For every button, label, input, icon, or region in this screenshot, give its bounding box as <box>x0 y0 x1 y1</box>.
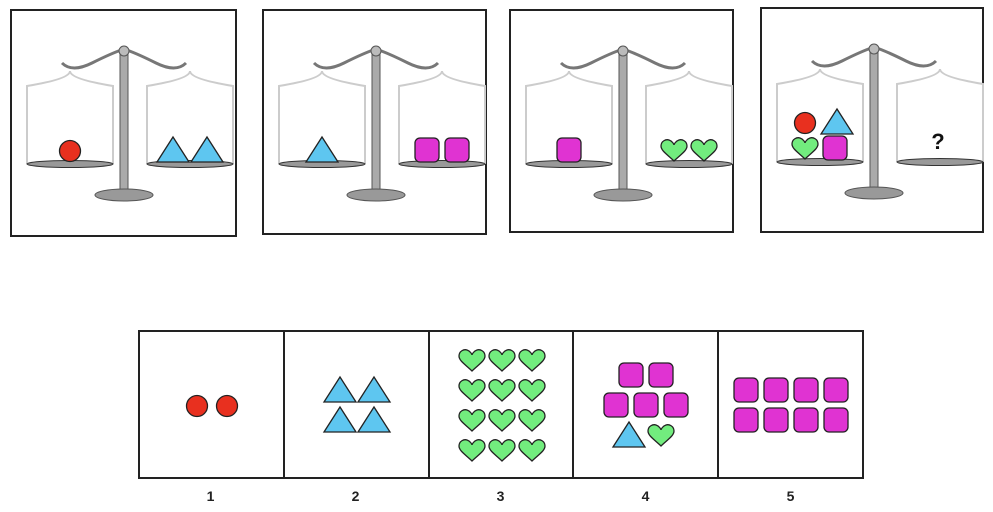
blue-triangle-icon <box>155 135 191 163</box>
right-pan <box>896 158 984 166</box>
red-circle-icon <box>793 111 817 135</box>
green-heart-icon <box>487 349 516 372</box>
option-label-1: 1 <box>206 488 215 504</box>
green-heart-icon <box>660 139 688 162</box>
blue-triangle-icon <box>322 375 357 403</box>
left-pan <box>776 158 864 166</box>
scale-post <box>371 50 381 195</box>
green-heart-icon <box>517 439 546 462</box>
green-heart-icon <box>647 424 676 447</box>
magenta-square-icon <box>793 377 819 403</box>
scale-pivot <box>868 43 880 55</box>
magenta-square-icon <box>414 137 440 163</box>
magenta-square-icon <box>663 392 690 418</box>
option-label-5: 5 <box>786 488 795 504</box>
green-heart-icon <box>517 349 546 372</box>
right-pan <box>398 160 486 168</box>
blue-triangle-icon <box>356 405 391 433</box>
scale-base <box>94 188 154 202</box>
option-3[interactable] <box>430 332 575 477</box>
scale-panel-4: ? <box>760 7 984 233</box>
answer-options <box>138 330 864 479</box>
green-heart-icon <box>517 379 546 402</box>
magenta-square-icon <box>763 377 789 403</box>
green-heart-icon <box>457 409 486 432</box>
scale-pivot <box>370 45 382 57</box>
scale-panel-1 <box>10 9 237 237</box>
magenta-square-icon <box>733 377 759 403</box>
scale-post <box>618 50 628 195</box>
blue-triangle-icon <box>304 135 340 163</box>
left-pan-cover <box>776 68 864 162</box>
magenta-square-icon <box>648 362 675 388</box>
magenta-square-icon <box>618 362 645 388</box>
blue-triangle-icon <box>612 420 647 448</box>
scale-1 <box>26 45 234 202</box>
right-pan <box>645 160 733 168</box>
scale-panel-2 <box>262 9 487 235</box>
left-pan-cover <box>278 70 366 164</box>
magenta-square-icon <box>444 137 470 163</box>
magenta-square-icon <box>823 377 849 403</box>
right-pan-cover <box>896 68 984 162</box>
green-heart-icon <box>487 439 516 462</box>
blue-triangle-icon <box>356 375 391 403</box>
option-4[interactable] <box>574 332 720 477</box>
magenta-square-icon <box>733 407 759 433</box>
scale-base <box>844 186 904 200</box>
magenta-square-icon <box>822 135 848 161</box>
green-heart-icon <box>457 379 486 402</box>
scale-panel-3 <box>509 9 734 233</box>
right-pan-cover <box>146 70 234 164</box>
red-circle-icon <box>58 139 82 163</box>
magenta-square-icon <box>793 407 819 433</box>
magenta-square-icon <box>633 392 660 418</box>
green-heart-icon <box>690 139 718 162</box>
green-heart-icon <box>791 137 819 160</box>
option-1[interactable] <box>140 332 285 477</box>
scale-3 <box>525 45 733 202</box>
magenta-square-icon <box>823 407 849 433</box>
scale-base <box>593 188 653 202</box>
magenta-square-icon <box>763 407 789 433</box>
scale-pivot <box>617 45 629 57</box>
option-2[interactable] <box>285 332 430 477</box>
green-heart-icon <box>517 409 546 432</box>
green-heart-icon <box>457 349 486 372</box>
green-heart-icon <box>457 439 486 462</box>
scale-post <box>869 48 879 193</box>
option-5[interactable] <box>719 332 862 477</box>
red-circle-icon <box>185 394 209 418</box>
blue-triangle-icon <box>819 107 855 135</box>
scale-4: ? <box>776 43 984 200</box>
right-pan-cover <box>645 70 733 164</box>
blue-triangle-icon <box>189 135 225 163</box>
scale-pivot <box>118 45 130 57</box>
scale-2 <box>278 45 486 202</box>
magenta-square-icon <box>556 137 582 163</box>
scale-base <box>346 188 406 202</box>
scale-post <box>119 50 129 195</box>
question-mark: ? <box>931 129 944 154</box>
green-heart-icon <box>487 379 516 402</box>
option-label-2: 2 <box>351 488 360 504</box>
blue-triangle-icon <box>322 405 357 433</box>
red-circle-icon <box>215 394 239 418</box>
option-label-3: 3 <box>496 488 505 504</box>
magenta-square-icon <box>603 392 630 418</box>
left-pan-cover <box>525 70 613 164</box>
green-heart-icon <box>487 409 516 432</box>
option-label-4: 4 <box>641 488 650 504</box>
left-pan-cover <box>26 70 114 164</box>
right-pan-cover <box>398 70 486 164</box>
